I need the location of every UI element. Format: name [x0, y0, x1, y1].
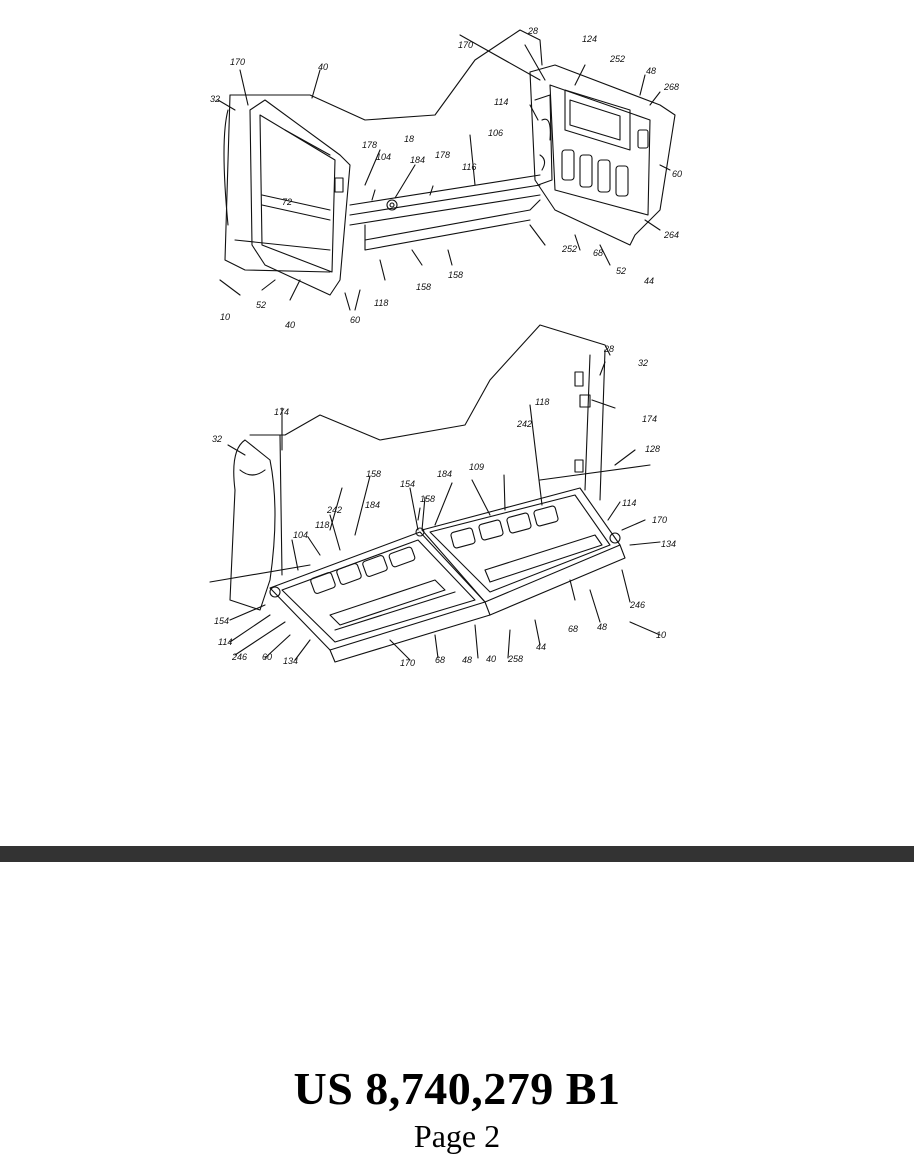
ref-label: 158 — [420, 494, 435, 504]
ref-label: 114 — [622, 498, 636, 508]
patent-drawing: 170 32 40 18 178 104 184 178 106 116 114… — [190, 10, 690, 670]
ref-label: 116 — [462, 162, 476, 172]
ref-label: 170 — [458, 40, 473, 50]
ref-label: 154 — [400, 479, 415, 489]
ref-label: 40 — [486, 654, 496, 664]
ref-label: 32 — [212, 434, 222, 444]
bottom-view-drawing — [209, 324, 661, 663]
ref-label: 48 — [462, 655, 472, 665]
ref-label: 184 — [410, 155, 425, 165]
ref-label: 104 — [376, 152, 391, 162]
ref-label: 264 — [663, 230, 679, 240]
ref-label: 242 — [326, 505, 342, 515]
ref-label: 258 — [507, 654, 523, 664]
top-view-drawing — [217, 29, 676, 311]
ref-label: 72 — [282, 197, 292, 207]
ref-label: 158 — [366, 469, 381, 479]
ref-label: 134 — [661, 539, 676, 549]
ref-label: 178 — [435, 150, 450, 160]
ref-label: 170 — [230, 57, 245, 67]
ref-label: 68 — [435, 655, 445, 665]
patent-number: US 8,740,279 B1 — [293, 1063, 621, 1114]
ref-label: 134 — [283, 656, 298, 666]
ref-label: 128 — [645, 444, 660, 454]
ref-label: 170 — [652, 515, 667, 525]
ref-label: 60 — [672, 169, 682, 179]
ref-label: 124 — [582, 34, 597, 44]
ref-label: 40 — [318, 62, 328, 72]
ref-label: 18 — [404, 134, 414, 144]
ref-label: 32 — [210, 94, 220, 104]
ref-label: 10 — [656, 630, 666, 640]
ref-label: 48 — [646, 66, 656, 76]
ref-label: 68 — [593, 248, 603, 258]
ref-label: 242 — [516, 419, 532, 429]
ref-label: 118 — [374, 298, 388, 308]
ref-label: 60 — [262, 652, 272, 662]
ref-label: 184 — [437, 469, 452, 479]
ref-label: 10 — [220, 312, 230, 322]
ref-label: 52 — [616, 266, 626, 276]
ref-label: 268 — [663, 82, 679, 92]
ref-label: 28 — [527, 26, 538, 36]
ref-label: 252 — [561, 244, 577, 254]
ref-label: 106 — [488, 128, 503, 138]
horizontal-rule — [0, 846, 914, 862]
ref-label: 48 — [597, 622, 607, 632]
ref-label: 68 — [568, 624, 578, 634]
ref-label: 118 — [535, 397, 549, 407]
ref-label: 32 — [638, 358, 648, 368]
ref-label: 158 — [416, 282, 431, 292]
ref-label: 184 — [365, 500, 380, 510]
ref-label: 28 — [603, 344, 614, 354]
ref-label: 158 — [448, 270, 463, 280]
ref-label: 246 — [231, 652, 247, 662]
ref-label: 114 — [494, 97, 508, 107]
ref-label: 44 — [644, 276, 654, 286]
ref-label: 114 — [218, 637, 232, 647]
ref-label: 52 — [256, 300, 266, 310]
ref-label: 104 — [293, 530, 308, 540]
ref-label: 40 — [285, 320, 295, 330]
ref-label: 174 — [642, 414, 657, 424]
ref-label: 118 — [315, 520, 329, 530]
ref-label: 174 — [274, 407, 289, 417]
ref-label: 109 — [469, 462, 484, 472]
ref-label: 44 — [536, 642, 546, 652]
page-number: Page 2 — [413, 1118, 501, 1154]
ref-label: 170 — [400, 658, 415, 668]
ref-label: 252 — [609, 54, 625, 64]
ref-label: 178 — [362, 140, 377, 150]
top-view-reference-numerals: 170 32 40 18 178 104 184 178 106 116 114… — [210, 26, 682, 330]
ref-label: 154 — [214, 616, 229, 626]
ref-label: 60 — [350, 315, 360, 325]
bottom-view-reference-numerals: 28 32 174 174 32 128 118 242 158 154 158… — [212, 344, 676, 668]
drawing-svg: 170 32 40 18 178 104 184 178 106 116 114… — [209, 26, 682, 668]
ref-label: 246 — [629, 600, 645, 610]
